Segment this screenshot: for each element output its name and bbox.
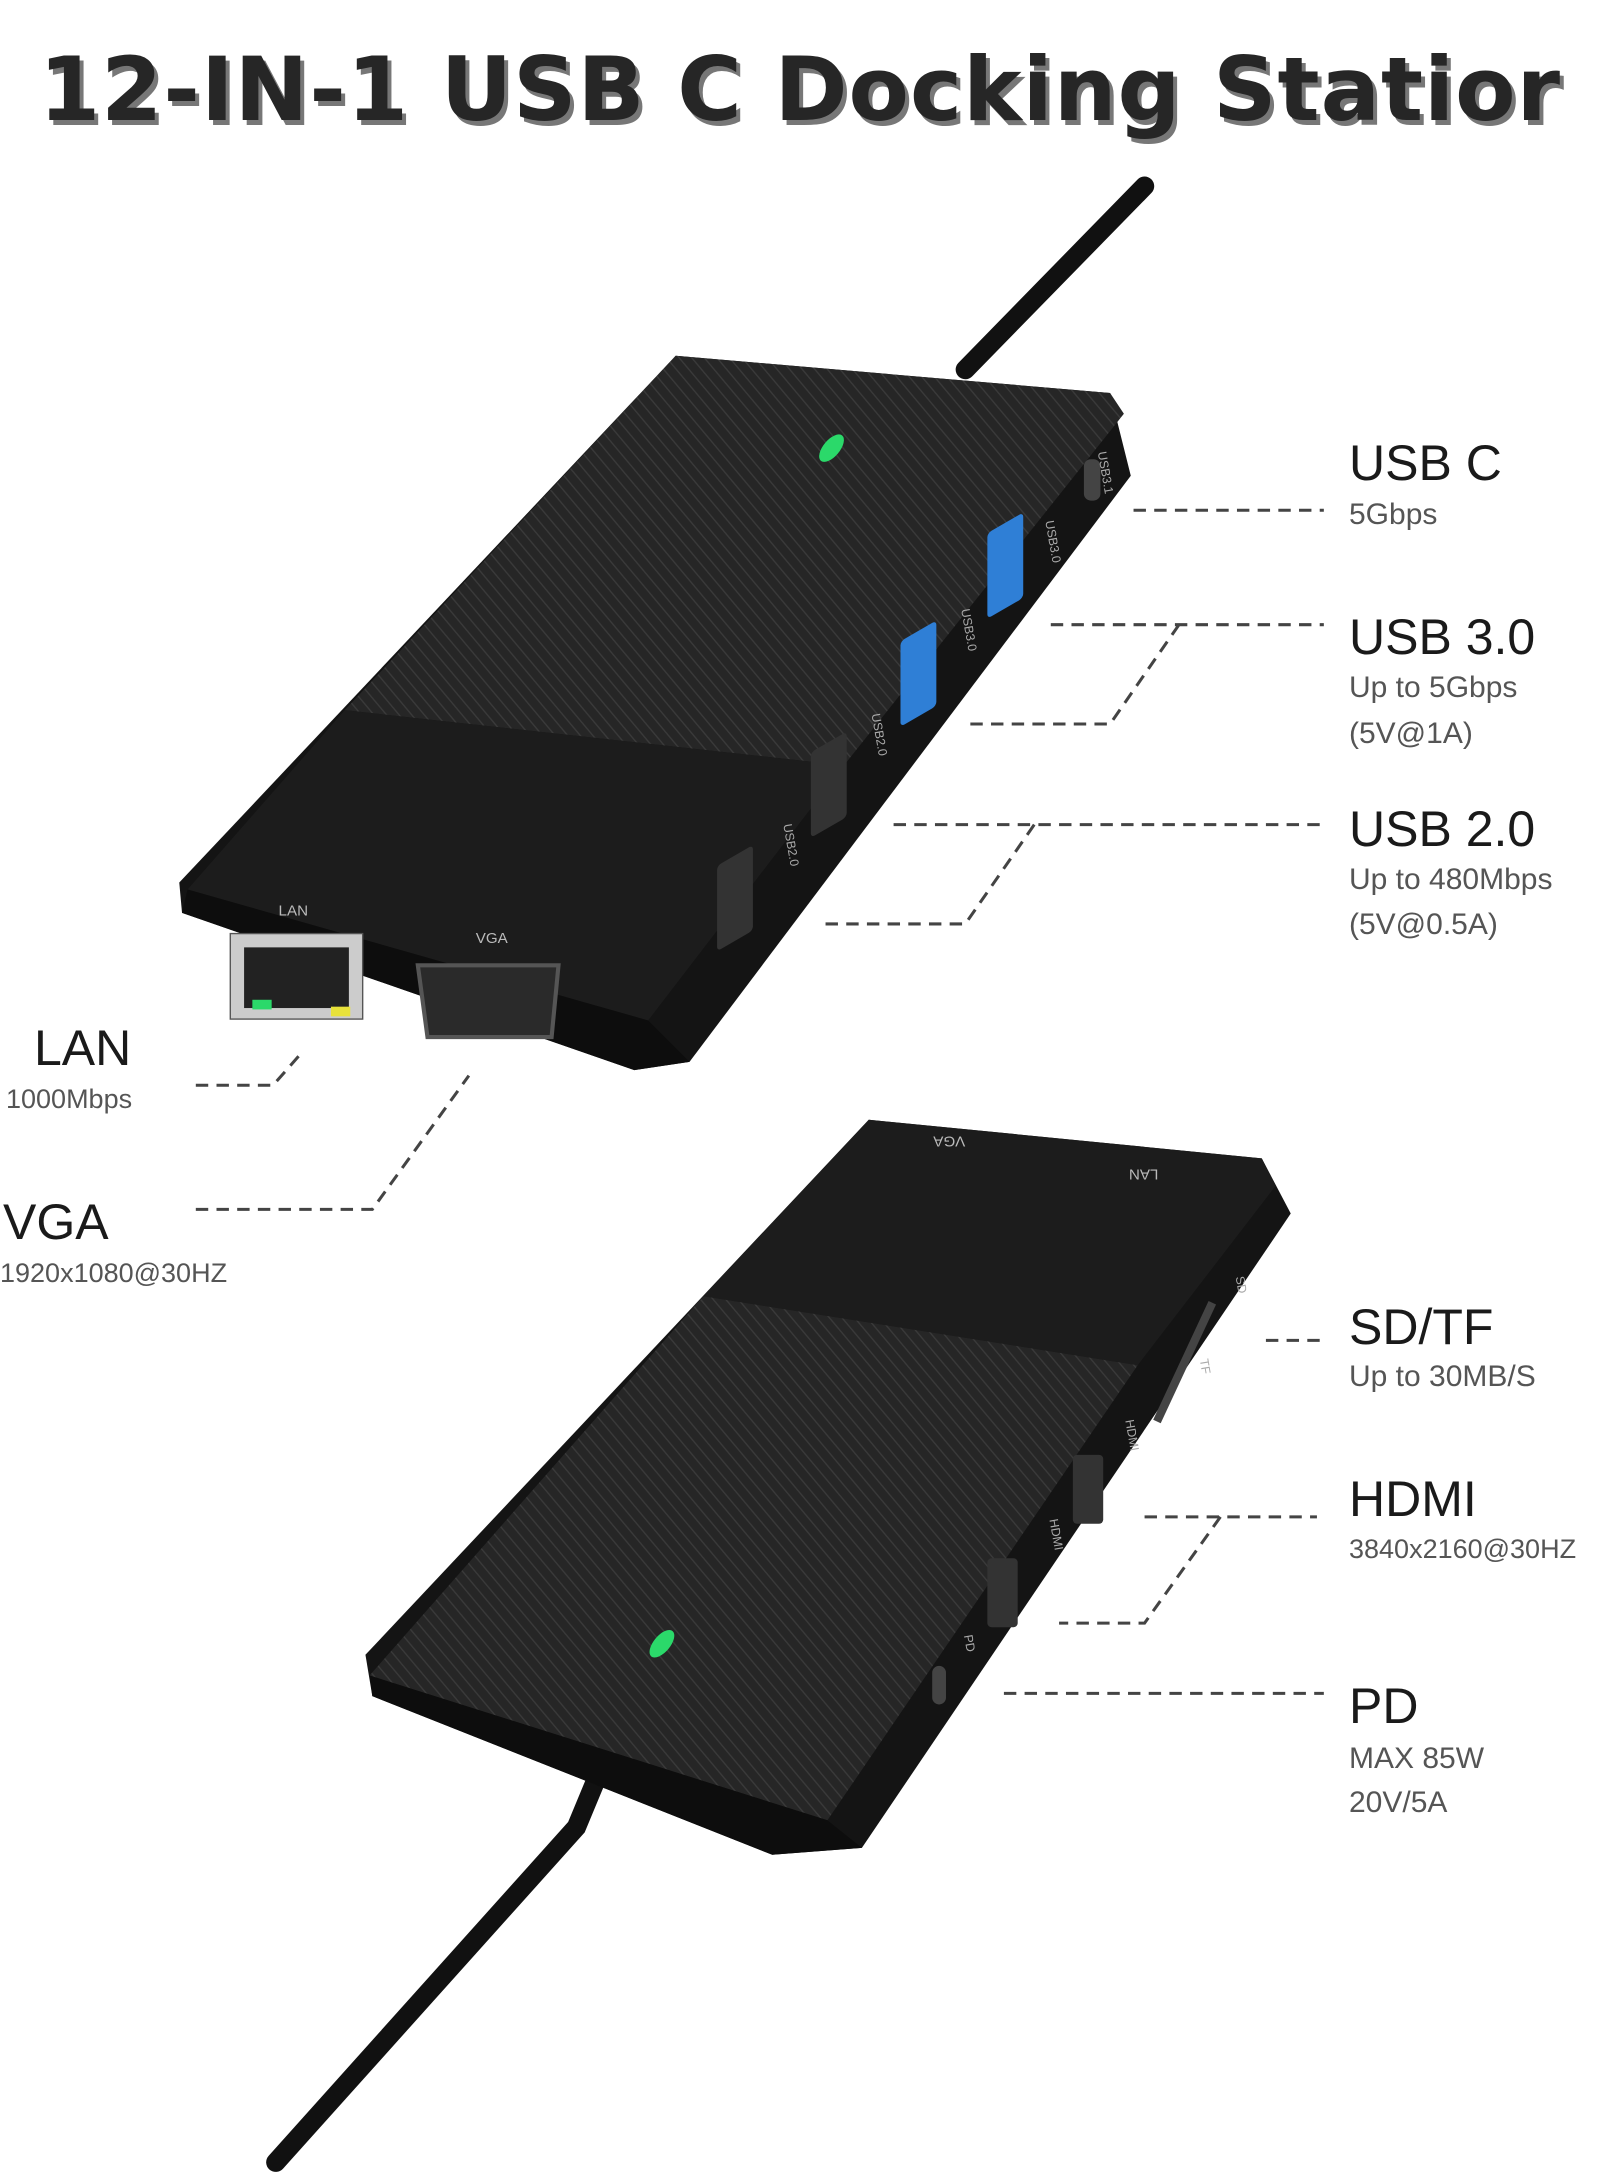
marking-sd: SD [1233, 1275, 1250, 1294]
marking-hdmi: HDMI [1122, 1418, 1141, 1452]
label-hdmi-resolution: 3840x2160@30HZ [1349, 1534, 1577, 1564]
label-sd-tf: SD/TF [1349, 1299, 1494, 1355]
label-lan-speed: 1000Mbps [6, 1084, 133, 1114]
marking-lan: LAN [1129, 1165, 1158, 1182]
marking-tf: TF [1197, 1358, 1213, 1376]
sd-slot [1153, 1300, 1217, 1424]
usb20-port [717, 846, 753, 950]
marking-hdmi: HDMI [1046, 1518, 1065, 1552]
marking-usb30: USB3.0 [1042, 519, 1063, 564]
dock-top-view: LAN VGA USB3.1 USB3.0 USB3.0 USB2.0 USB2… [179, 355, 1131, 1071]
hdmi-port [987, 1558, 1018, 1628]
label-vga-resolution: 1920x1080@30HZ [0, 1258, 228, 1288]
label-usb-20-power: (5V@0.5A) [1349, 908, 1498, 941]
label-usb-30-speed: Up to 5Gbps [1349, 671, 1518, 704]
label-lan: LAN [34, 1020, 132, 1076]
label-pd-voltage: 20V/5A [1349, 1786, 1448, 1819]
label-usb-30-power: (5V@1A) [1349, 717, 1473, 750]
label-vga: VGA [3, 1194, 109, 1250]
marking-lan: LAN [279, 903, 308, 920]
hdmi-port [1072, 1454, 1104, 1524]
page-title: 12-IN-1 USB C Docking Statior [38, 38, 1562, 141]
usb30-port [900, 622, 937, 725]
marking-usb30: USB3.0 [958, 608, 979, 653]
dock-bottom-view: VGA LAN SD TF HDMI HDMI PD [365, 1119, 1291, 1855]
top-cable [955, 176, 1155, 380]
pd-port [932, 1665, 946, 1705]
label-usb-20: USB 2.0 [1349, 801, 1536, 857]
led-indicator [819, 434, 844, 462]
label-usb-30: USB 3.0 [1349, 609, 1536, 665]
label-pd-power: MAX 85W [1349, 1742, 1485, 1775]
label-pd: PD [1349, 1678, 1419, 1734]
led-indicator [649, 1630, 675, 1658]
usb20-port [810, 733, 847, 837]
marking-pd: PD [961, 1634, 978, 1653]
marking-usb20: USB2.0 [780, 823, 801, 868]
label-usb-20-speed: Up to 480Mbps [1349, 863, 1553, 896]
marking-vga: VGA [476, 930, 509, 947]
marking-vga: VGA [932, 1132, 965, 1149]
bottom-cable [266, 1744, 617, 2172]
usb30-port [987, 514, 1024, 617]
usbc-port [1083, 459, 1101, 501]
label-hdmi: HDMI [1349, 1471, 1477, 1527]
label-usb-c: USB C [1349, 435, 1502, 491]
label-usb-c-speed: 5Gbps [1349, 498, 1438, 531]
marking-usbc: USB3.1 [1095, 450, 1116, 495]
vga-port [415, 963, 561, 1040]
marking-usb20: USB2.0 [869, 712, 890, 757]
leader-lines [195, 508, 1324, 1695]
label-sd-tf-speed: Up to 30MB/S [1349, 1360, 1536, 1393]
